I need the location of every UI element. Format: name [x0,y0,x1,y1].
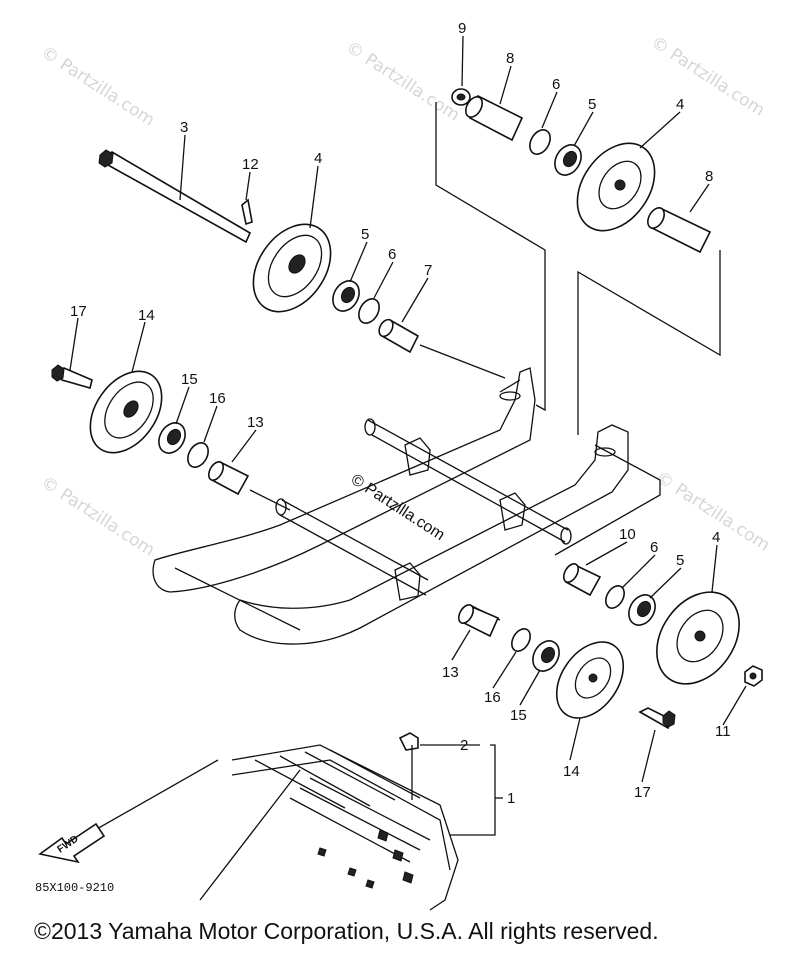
upper-right-parts [451,88,712,254]
callout-2: 2 [460,737,468,754]
watermark-center: © Partzilla.com [348,471,448,544]
circlip-lower [511,628,531,652]
callout-6: 6 [552,76,560,93]
watermark: © Partzilla.com [37,472,158,560]
callout-4: 4 [676,96,684,113]
callout-4: 4 [314,150,322,167]
callout-5: 5 [588,96,596,113]
suspension-frame [152,367,629,645]
callout-13: 13 [442,664,459,681]
pin [241,198,253,226]
callout-labels: 9 8 6 5 4 8 3 12 4 5 6 7 17 14 15 16 13 … [70,20,731,807]
circlip-lower-right [605,585,625,609]
fwd-arrow: FWD [38,822,106,864]
callout-14: 14 [563,763,580,780]
callout-4: 4 [712,529,720,546]
drawing-code: 85X100-9210 [35,881,114,895]
callout-10: 10 [619,526,636,543]
callout-14: 14 [138,307,155,324]
callout-17: 17 [70,303,87,320]
callout-13: 13 [247,414,264,431]
callout-8: 8 [705,168,713,185]
copyright-notice: ©2013 Yamaha Motor Corporation, U.S.A. A… [34,918,659,944]
clip [398,732,419,751]
circlip-upper-right [529,129,551,155]
collar [378,318,420,354]
group-bracket [411,744,503,836]
callout-1: 1 [507,790,515,807]
idler-wheel-upper-left [252,223,332,313]
callout-12: 12 [242,156,259,173]
circlip-upper-left [358,298,380,324]
callout-5: 5 [361,226,369,243]
leader-lines [69,35,747,783]
callout-7: 7 [424,262,432,279]
callout-6: 6 [388,246,396,263]
callout-6: 6 [650,539,658,556]
axle-bolt [98,149,252,244]
lower-right-cluster [457,563,763,730]
callout-5: 5 [676,552,684,569]
watermark-group: © Partzilla.com © Partzilla.com © Partzi… [37,32,773,560]
track-assembly [59,732,459,911]
callout-15: 15 [510,707,527,724]
callout-11: 11 [715,723,731,740]
bearing-upper-left [332,280,360,312]
circlip-left [187,442,209,468]
callout-16: 16 [209,390,226,407]
callout-16: 16 [484,689,501,706]
watermark: © Partzilla.com [37,42,158,130]
callout-17: 17 [634,784,651,801]
watermark: © Partzilla.com [342,37,463,125]
callout-15: 15 [181,371,198,388]
callout-3: 3 [180,119,188,136]
watermark: © Partzilla.com [647,32,768,120]
callout-9: 9 [458,20,466,37]
left-wheel-cluster [51,364,250,496]
callout-8: 8 [506,50,514,67]
